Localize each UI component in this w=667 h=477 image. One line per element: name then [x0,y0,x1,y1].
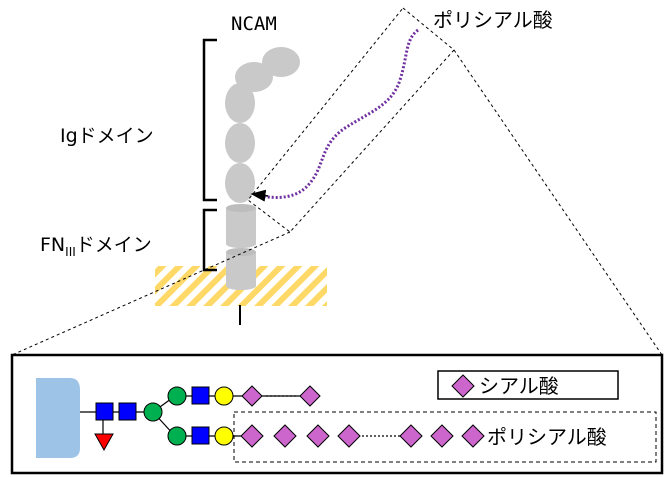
fn3-domain-lower [226,248,256,290]
galactose-circle-upper [214,386,234,406]
ig-domain-5 [262,47,300,77]
polysialic-acid-label-top: ポリシアル酸 [433,8,553,32]
mannose-circle-core [143,402,163,422]
ig-domain-4 [235,62,273,92]
glcnac-square-1 [95,402,114,421]
ig-domain-bracket [202,38,217,202]
sialic-legend-diamond-icon [451,374,475,398]
glcnac-square-upper [191,386,210,405]
polysialic-acid-label-bottom: ポリシアル酸 [487,425,607,449]
chain-attachment-arrow [250,189,269,202]
sialic-diamond-lower-4 [337,424,361,448]
galactose-circle-lower [214,426,234,446]
ig-domain-1 [225,163,255,203]
polysialic-highlight-box [233,411,657,463]
sialic-diamond-lower-1 [240,424,264,448]
ig-domain-2 [225,123,255,163]
polysialic-zoom-outline [247,7,455,233]
fucose-triangle [94,433,114,452]
ig-domain-3 [225,83,255,123]
glcnac-square-2 [118,402,137,421]
sialic-diamond-lower-6 [430,424,454,448]
sialic-diamond-upper-2 [299,385,321,407]
zoom-guide-right [453,49,663,356]
sialic-diamond-lower-2 [273,424,297,448]
polysialic-acid-chain [254,28,419,199]
sialic-diamond-lower-7 [461,424,485,448]
polysialic-diamonds [240,424,485,448]
glcnac-square-lower [191,426,210,445]
sialic-diamond-lower-3 [306,424,330,448]
zoom-guide-left [11,231,291,356]
protein-anchor-block [36,378,80,458]
ig-domains [225,47,300,203]
mannose-circle-upper [167,386,187,406]
fn3-subscript: III [65,245,76,259]
ncam-label: NCAM [231,13,277,35]
ig-domain-label: Igドメイン [60,125,154,147]
sialic-diamond-lower-5 [399,424,423,448]
fn3-domain-bracket [202,208,217,272]
sialic-diamond-upper-1 [241,385,263,407]
sialic-legend-label: シアル酸 [479,374,559,398]
fn3-prefix: FN [40,234,65,256]
fn3-domain-upper [226,204,256,248]
mannose-circle-lower [167,426,187,446]
fn3-suffix: ドメイン [76,234,152,256]
fn3-domain-label: FNIIIドメイン [40,234,152,259]
